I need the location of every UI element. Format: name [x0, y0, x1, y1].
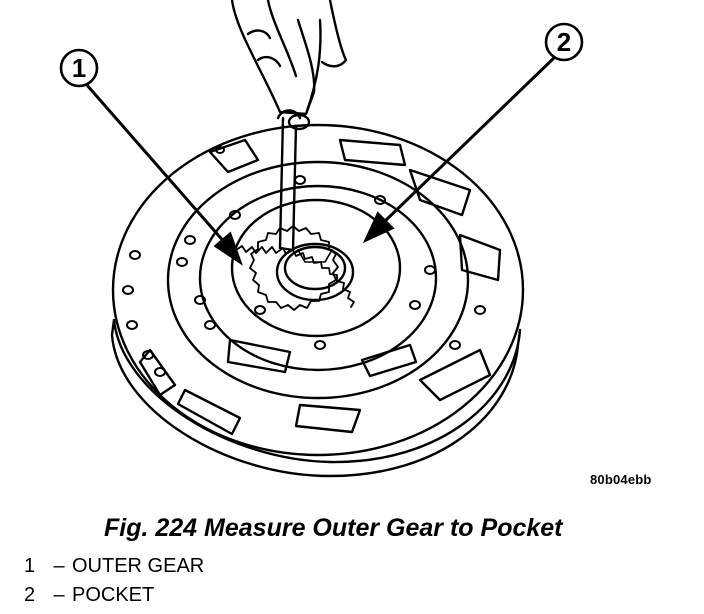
- pump-body-side: [110, 318, 522, 478]
- figure-caption: Fig. 224 Measure Outer Gear to Pocket: [104, 514, 563, 542]
- legend: 1 – OUTER GEAR 2 – POCKET: [24, 552, 204, 610]
- callout-1-leader: [84, 83, 228, 245]
- callout-2-circle: [544, 22, 584, 62]
- legend-label: OUTER GEAR: [72, 555, 205, 577]
- gear-bore: [275, 242, 355, 302]
- pump-illustration: 1 2: [59, 0, 584, 478]
- image-code: 80b04ebb: [590, 472, 652, 487]
- hand: [230, 0, 348, 116]
- bolt-holes: [122, 146, 486, 377]
- pump-inner-ring: [166, 160, 470, 400]
- legend-separator: –: [53, 555, 65, 577]
- feeler-gauge: [278, 116, 298, 252]
- pump-body: [111, 123, 525, 457]
- callout-2-arrowhead: [362, 211, 395, 244]
- legend-number: 2: [24, 584, 36, 606]
- body-port: [208, 138, 260, 174]
- callout-2-number: 2: [557, 27, 571, 57]
- callout-1-number: 1: [72, 53, 86, 83]
- callout-1-arrowhead: [213, 231, 243, 266]
- callout-2-leader: [382, 54, 558, 224]
- legend-number: 1: [24, 555, 36, 577]
- legend-label: POCKET: [72, 584, 155, 606]
- callout-1-circle: [59, 48, 99, 88]
- outer-gear: [230, 198, 402, 338]
- legend-separator: –: [53, 584, 65, 606]
- inner-gear: [249, 225, 339, 311]
- legend-item: 2 – POCKET: [24, 581, 204, 610]
- outer-gear-teeth: [235, 245, 355, 308]
- legend-item: 1 – OUTER GEAR: [24, 552, 204, 581]
